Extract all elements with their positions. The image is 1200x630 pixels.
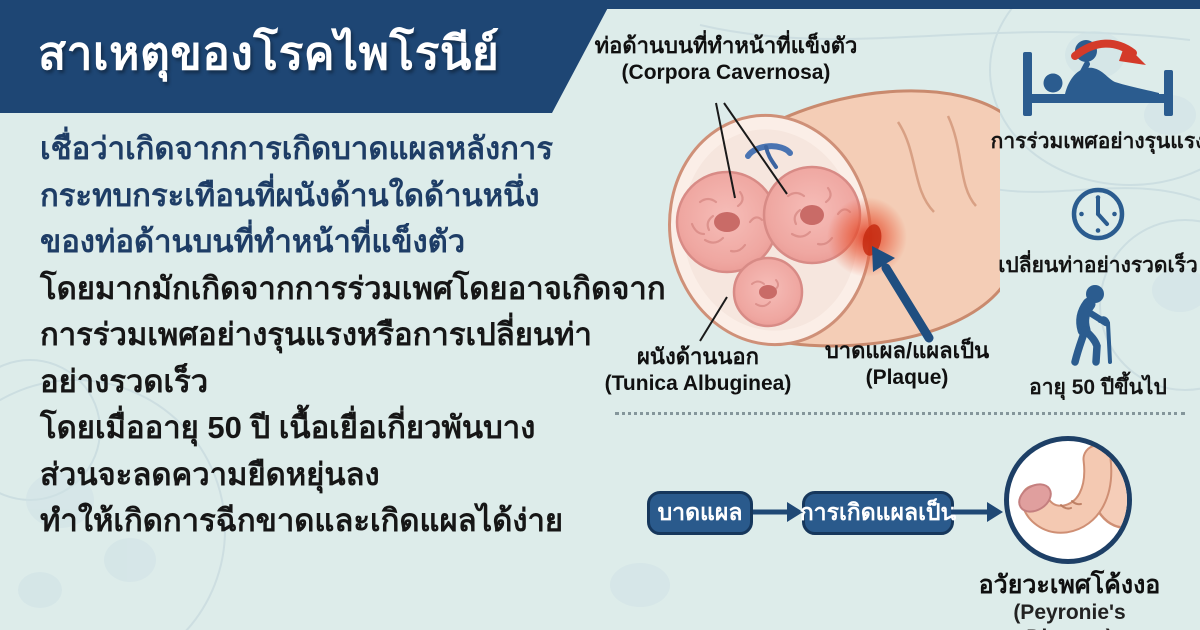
intro-line: กระทบกระเทือนที่ผนังด้านใดด้านหนึ่ง [40, 177, 540, 213]
thrust-direction-arrow-icon [1071, 39, 1146, 65]
intro-line: ทำให้เกิดการฉีกขาดและเกิดแผลได้ง่าย [40, 503, 564, 538]
intro-line: อย่างรวดเร็ว [40, 363, 209, 399]
curved-penis-icon [1018, 441, 1127, 534]
intro-line: เชื่อว่าเกิดจากการเกิดบาดแผลหลังการ [40, 131, 553, 166]
page-title: สาเหตุของโรคไพโรนีย์ [38, 27, 500, 79]
corpora-cavernosa-chambers [675, 165, 862, 274]
result-label: อวัยวะเพศโค้งงอ (Peyronie's Disease) [972, 571, 1167, 630]
risk-factor-label: อายุ 50 ปีขึ้นไป [1029, 376, 1167, 399]
flow-step-label: บาดแผล [657, 499, 743, 525]
peyronies-result-illustration [1004, 436, 1132, 564]
flow-step-scar: การเกิดแผลเป็น [799, 491, 957, 535]
scar-marks [1060, 500, 1082, 510]
intro-line: โดยเมื่ออายุ 50 ปี เนื้อเยื่อเกี่ยวพันบา… [40, 410, 536, 445]
risk-factor-label: เปลี่ยนท่าอย่างรวดเร็ว [998, 254, 1198, 277]
intercourse-bed-icon [1023, 39, 1173, 116]
corpora-label-thai: ท่อด้านบนที่ทำหน้าที่แข็งตัว [594, 33, 858, 58]
tunica-albuginea-label: ผนังด้านนอก (Tunica Albuginea) [596, 343, 800, 397]
intro-text-block: เชื่อว่าเกิดจากการเกิดบาดแผลหลังการ กระท… [40, 126, 666, 545]
risk-factor-intercourse: การร่วมเพศอย่างรุนแรง [990, 32, 1200, 158]
elderly-man-cane-icon [1071, 285, 1112, 366]
penis-cross-section-diagram [668, 89, 1000, 348]
intro-line: โดยมากมักเกิดจากการร่วมเพศโดยอาจเกิดจาก [40, 270, 666, 306]
result-label-english: (Peyronie's Disease) [1013, 600, 1126, 630]
intro-line: การร่วมเพศอย่างรุนแรงหรือการเปลี่ยนท่า [40, 317, 592, 352]
tunica-label-thai: ผนังด้านนอก [637, 344, 759, 369]
dorsal-vein [745, 143, 793, 169]
intro-line: ของท่อด้านบนที่ทำหน้าที่แข็งตัว [40, 224, 466, 259]
plaque-wound-spot [827, 197, 907, 277]
flow-arrow-icon [951, 502, 1003, 522]
risk-factor-age: อายุ 50 ปีขึ้นไป [992, 284, 1200, 404]
plaque-label-thai: บาดแผล/แผลเป็น [824, 338, 990, 363]
label-pointer-lines [699, 102, 788, 342]
tunica-label-english: (Tunica Albuginea) [604, 371, 792, 395]
corpora-cavernosa-label: ท่อด้านบนที่ทำหน้าที่แข็งตัว (Corpora Ca… [590, 32, 862, 86]
flow-arrow-icon [753, 502, 803, 522]
plaque-label-english: (Plaque) [865, 365, 949, 389]
corpora-label-english: (Corpora Cavernosa) [621, 60, 831, 84]
header-banner: สาเหตุของโรคไพโรนีย์ [0, 0, 612, 113]
plaque-arrow [872, 246, 934, 343]
flow-step-wound: บาดแผล [647, 491, 753, 535]
risk-factor-label: การร่วมเพศอย่างรุนแรง [990, 130, 1200, 153]
flow-step-label: การเกิดแผลเป็น [799, 499, 957, 525]
clock-icon [1071, 187, 1125, 241]
result-label-thai: อวัยวะเพศโค้งงอ [978, 571, 1161, 599]
corpus-spongiosum-chamber [732, 256, 804, 328]
plaque-label: บาดแผล/แผลเป็น (Plaque) [812, 337, 1002, 391]
risk-factor-position-change: เปลี่ยนท่าอย่างรวดเร็ว [992, 184, 1200, 282]
section-divider [615, 412, 1185, 415]
intro-line: ส่วนจะลดความยืดหยุ่นลง [40, 456, 380, 492]
